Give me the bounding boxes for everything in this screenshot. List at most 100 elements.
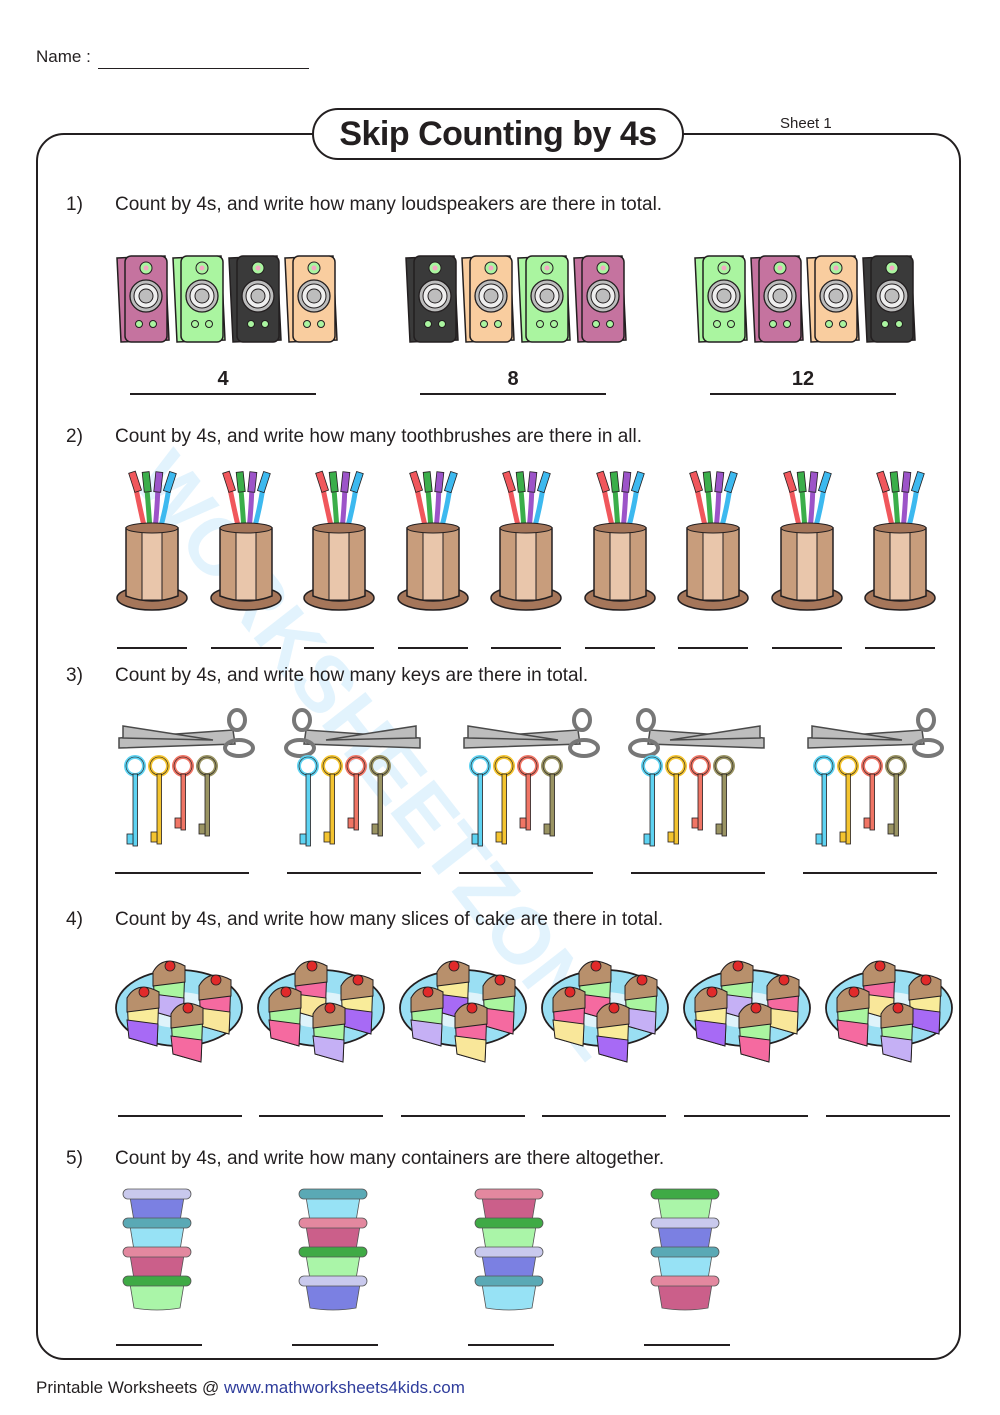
cake-slice-icon: [596, 1002, 630, 1063]
footer-link[interactable]: www.mathworksheets4kids.com: [223, 1378, 465, 1397]
answer-line[interactable]: [644, 1344, 730, 1346]
toothbrush-cup-icon: [770, 470, 843, 611]
name-field[interactable]: [98, 68, 309, 69]
toothbrush-cup-icon: [116, 470, 188, 611]
key-icon: [837, 755, 859, 845]
answer-line[interactable]: [130, 393, 316, 395]
cake-plate-icon: [399, 960, 527, 1063]
answer-value: 8: [507, 368, 519, 390]
footer: Printable Worksheets @ www.mathworksheet…: [36, 1378, 465, 1398]
cake-slice-icon: [126, 986, 160, 1047]
container-icon: [122, 1275, 192, 1311]
container-icon: [650, 1188, 720, 1224]
cake-slice-icon: [738, 1002, 772, 1063]
cake-slice-icon: [482, 974, 516, 1035]
answer-line[interactable]: [584, 647, 655, 649]
container-icon: [474, 1275, 544, 1311]
key-icon: [665, 755, 687, 845]
cake-plate-icon: [541, 960, 669, 1063]
answer-value: 4: [217, 368, 229, 390]
question-1-number: 1): [66, 194, 83, 215]
footer-prefix: Printable Worksheets @: [36, 1378, 224, 1397]
key-icon: [148, 755, 170, 845]
answer-line[interactable]: [803, 872, 937, 874]
answer-line[interactable]: [826, 1115, 950, 1117]
loudspeaker-group: [116, 255, 338, 343]
key-icon: [297, 755, 319, 847]
answer-line[interactable]: [117, 647, 187, 649]
cake-plate-icon: [115, 960, 243, 1063]
container-stack-icon: [122, 1188, 192, 1311]
question-4-number: 4): [66, 909, 83, 930]
key-icon: [713, 755, 735, 837]
loudspeaker-icon: [116, 255, 170, 343]
container-icon: [298, 1217, 368, 1253]
toothbrush-cup-icon: [303, 470, 375, 611]
answer-line[interactable]: [865, 647, 935, 649]
container-icon: [298, 1275, 368, 1311]
loudspeaker-icon: [517, 255, 571, 343]
cake-slice-icon: [312, 1002, 346, 1063]
answer-line[interactable]: [420, 393, 606, 395]
container-icon: [298, 1246, 368, 1282]
key-rack-icon: [284, 708, 421, 847]
question-5-text: Count by 4s, and write how many containe…: [115, 1148, 665, 1169]
container-icon: [298, 1188, 368, 1224]
cake-plate-icon: [257, 960, 385, 1063]
key-icon: [689, 755, 711, 831]
cake-slice-icon: [454, 1002, 488, 1063]
answer-line[interactable]: [287, 872, 421, 874]
answer-line[interactable]: [115, 872, 249, 874]
answer-line[interactable]: [304, 647, 374, 649]
key-icon: [321, 755, 343, 845]
answer-line[interactable]: [401, 1115, 525, 1117]
loudspeaker-icon: [172, 255, 226, 343]
answer-line[interactable]: [710, 393, 896, 395]
cake-slice-icon: [170, 1002, 204, 1063]
answer-line[interactable]: [259, 1115, 383, 1117]
loudspeaker-icon: [806, 255, 860, 343]
container-stack-icon: [298, 1188, 368, 1311]
loudspeaker-icon: [694, 255, 748, 343]
container-stack-icon: [474, 1188, 544, 1311]
question-2-text: Count by 4s, and write how many toothbru…: [115, 426, 643, 447]
answer-line[interactable]: [491, 647, 561, 649]
key-icon: [493, 755, 515, 845]
toothbrush-cup-icon: [490, 470, 562, 611]
answer-line[interactable]: [459, 872, 593, 874]
loudspeaker-icon: [573, 255, 627, 343]
key-icon: [196, 755, 218, 837]
key-icon: [172, 755, 194, 831]
toothbrush-cup-icon: [677, 470, 749, 611]
loudspeaker-icon: [461, 255, 515, 343]
answer-line[interactable]: [210, 647, 281, 649]
cake-slice-icon: [340, 974, 374, 1035]
key-rack-icon: [628, 708, 765, 847]
answer-line[interactable]: [631, 872, 765, 874]
toothbrush-cup-icon: [396, 470, 469, 611]
key-icon: [885, 755, 907, 837]
answer-line[interactable]: [678, 647, 748, 649]
answer-line[interactable]: [771, 647, 842, 649]
cake-slice-icon: [624, 974, 658, 1035]
loudspeaker-icon: [228, 255, 282, 343]
question-1-text: Count by 4s, and write how many loudspea…: [115, 194, 663, 215]
cake-plate-icon: [825, 960, 953, 1063]
answer-line[interactable]: [118, 1115, 242, 1117]
answer-line[interactable]: [468, 1344, 554, 1346]
cake-slice-icon: [908, 974, 942, 1035]
container-icon: [650, 1246, 720, 1282]
answer-line[interactable]: [292, 1344, 378, 1346]
answer-line[interactable]: [397, 647, 468, 649]
key-rack-icon: [807, 708, 944, 847]
answer-line[interactable]: [542, 1115, 666, 1117]
answer-line[interactable]: [116, 1344, 202, 1346]
answer-line[interactable]: [684, 1115, 808, 1117]
cake-slice-icon: [880, 1002, 914, 1063]
question-3-number: 3): [66, 665, 83, 686]
key-icon: [517, 755, 539, 831]
cake-slice-icon: [766, 974, 800, 1035]
cake-slice-icon: [694, 986, 728, 1047]
key-icon: [641, 755, 663, 847]
question-3-text: Count by 4s, and write how many keys are…: [115, 665, 589, 686]
